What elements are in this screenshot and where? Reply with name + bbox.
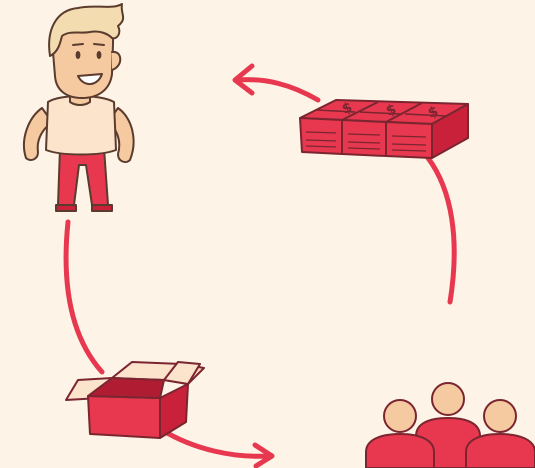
- arrow-box-to-customers: [162, 430, 272, 466]
- smiling-man-icon: [24, 4, 134, 211]
- open-box-icon: [66, 362, 204, 438]
- arrow-person-to-box: [66, 222, 102, 372]
- arrow-customers-to-money: [428, 158, 454, 302]
- money-stacks-icon: [300, 100, 468, 158]
- arrow-money-to-person: [235, 66, 318, 100]
- people-group-icon: [366, 383, 535, 468]
